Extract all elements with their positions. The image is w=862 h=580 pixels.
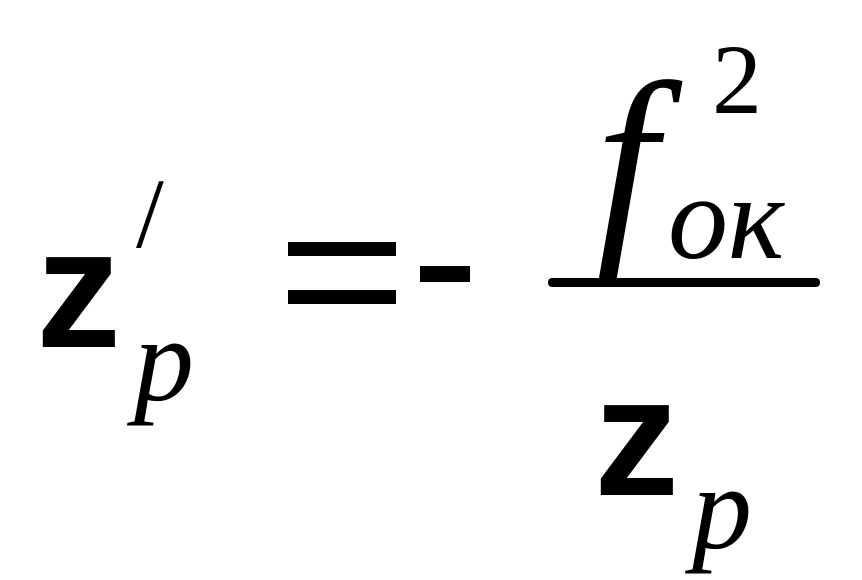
fraction-bar xyxy=(548,278,820,287)
lhs-subscript-p: p xyxy=(134,293,194,426)
lhs-variable-z: z xyxy=(36,194,121,384)
denominator-subscript-p: p xyxy=(692,441,752,574)
numerator-variable-f: f xyxy=(596,38,658,282)
minus-sign xyxy=(420,266,470,282)
equals-bar-bottom xyxy=(288,290,396,304)
equals-bar-top xyxy=(288,242,396,256)
lhs-prime-mark: / xyxy=(136,158,164,269)
equals-sign xyxy=(288,242,396,304)
numerator-exponent: 2 xyxy=(712,24,762,135)
denominator-variable-z: z xyxy=(594,342,679,532)
numerator-subscript: ок xyxy=(668,151,785,284)
